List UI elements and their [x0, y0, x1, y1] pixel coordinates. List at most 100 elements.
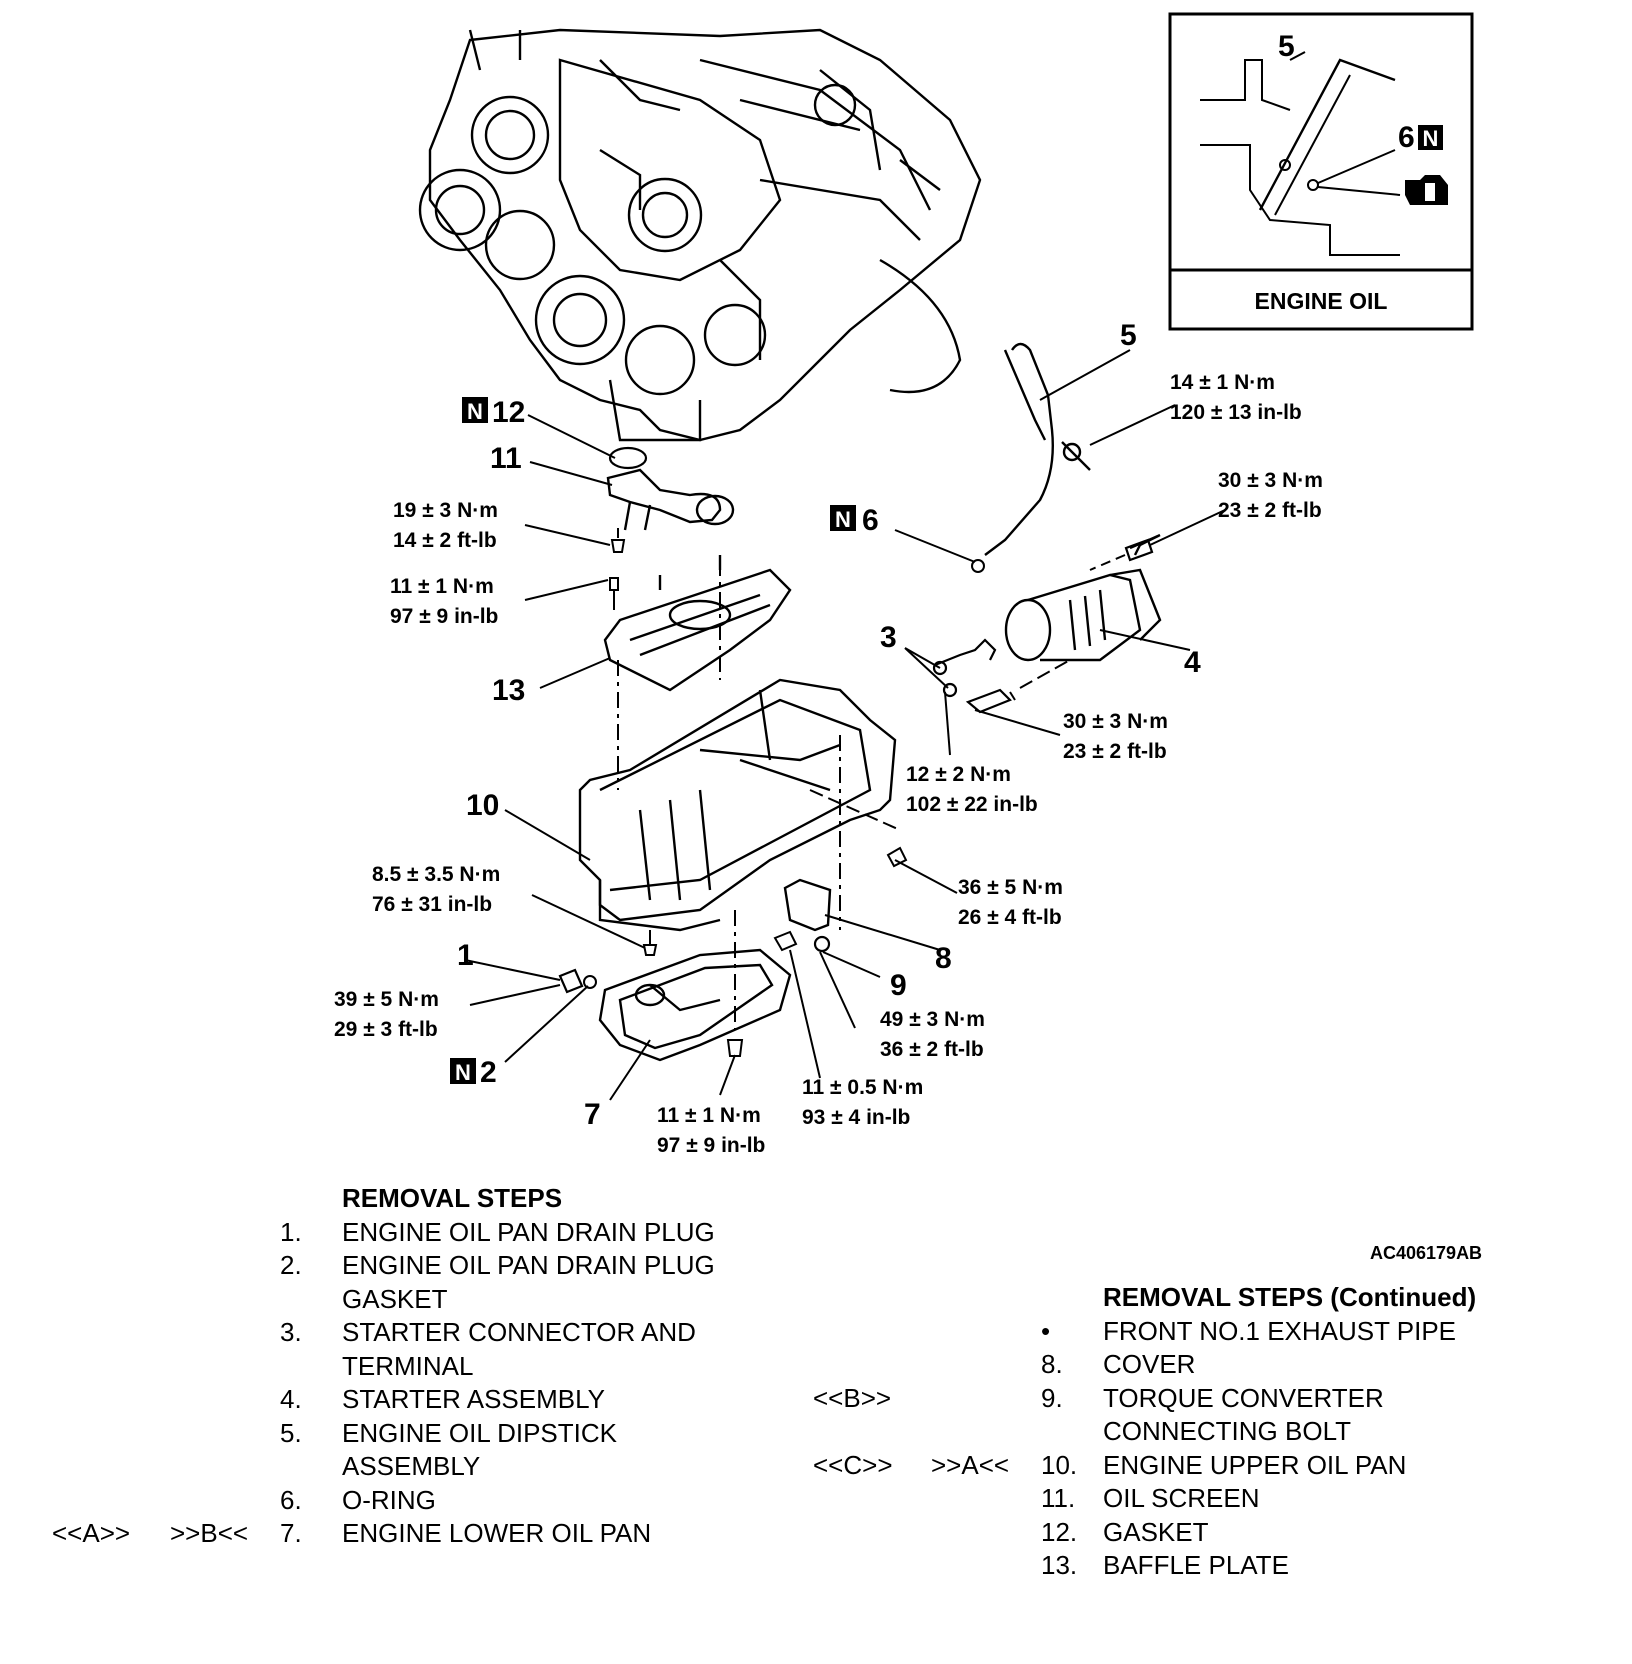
torque-nm: 49 ± 3 N·m — [880, 1008, 985, 1031]
torque-spec-1: 39 ± 5 N·m 29 ± 3 ft-lb — [334, 988, 439, 1041]
service-code-removal — [52, 1216, 170, 1250]
step-number: 2. — [280, 1250, 302, 1280]
step-description: OIL SCREEN — [1103, 1483, 1260, 1513]
step-description: GASKET — [1103, 1516, 1209, 1547]
torque-nm: 8.5 ± 3.5 N·m — [372, 863, 500, 886]
removal-step-row: <<B>>9.TORQUE CONVERTER — [813, 1382, 1476, 1416]
torque-spec-4-upper: 30 ± 3 N·m 23 ± 2 ft-lb — [1218, 469, 1323, 522]
step-number: • — [1041, 1315, 1051, 1346]
new-part-badge — [1418, 125, 1443, 150]
part-label-8: 8 — [935, 942, 952, 975]
removal-step-row: 5.ENGINE OIL DIPSTICK — [52, 1417, 715, 1451]
new-part-badge-letter: N — [1423, 126, 1439, 151]
service-code-installation — [170, 1450, 280, 1484]
o-ring-drawing — [971, 559, 985, 573]
step-number: 1. — [280, 1216, 302, 1247]
service-code-removal — [52, 1383, 170, 1417]
torque-imperial: 23 ± 2 ft-lb — [1063, 740, 1167, 763]
service-code-installation: >>A<< — [931, 1449, 1010, 1480]
removal-step-row: 12. GASKET — [813, 1516, 1476, 1550]
removal-step-row: 3. STARTER CONNECTOR AND — [52, 1316, 715, 1350]
torque-nm: 19 ± 3 N·m — [393, 499, 498, 522]
torque-nm: 11 ± 0.5 N·m — [802, 1076, 923, 1099]
step-number: 12. — [1041, 1516, 1078, 1547]
removal-step-row: GASKET — [52, 1283, 715, 1317]
service-code-removal — [52, 1450, 170, 1484]
part-label-12: 12 — [492, 396, 525, 429]
torque-imperial: 14 ± 2 ft-lb — [393, 529, 497, 552]
torque-imperial: 29 ± 3 ft-lb — [334, 1018, 438, 1041]
torque-imperial: 23 ± 2 ft-lb — [1218, 499, 1322, 522]
service-code-installation — [931, 1549, 1041, 1583]
gasket-12-drawing — [608, 446, 648, 470]
service-code-removal — [813, 1516, 931, 1550]
service-code-installation — [170, 1316, 280, 1350]
service-code-installation — [170, 1484, 280, 1518]
step-number — [280, 1350, 342, 1384]
removal-steps-list: REMOVAL STEPS 1. ENGINE OIL PAN DRAIN PLU… — [52, 1182, 715, 1551]
torque-spec-7-cover: 11 ± 0.5 N·m 93 ± 4 in-lb — [802, 1076, 923, 1129]
service-code-installation — [170, 1383, 280, 1417]
removal-steps-heading: REMOVAL STEPS — [342, 1183, 563, 1213]
torque-nm: 30 ± 3 N·m — [1218, 469, 1323, 492]
starter-bolt-upper — [1124, 538, 1154, 562]
service-code-installation — [931, 1348, 1041, 1382]
lower-pan-bolt — [726, 1039, 744, 1057]
step-description: ENGINE UPPER OIL PAN — [1103, 1449, 1407, 1480]
torque-imperial: 97 ± 9 in-lb — [657, 1134, 765, 1157]
removal-steps-continued-list: REMOVAL STEPS (Continued) •FRONT NO.1 EX… — [813, 1281, 1476, 1583]
engine-oil-inset: 5 6 N ENGINE OIL — [1168, 12, 1474, 331]
service-code-installation — [170, 1249, 280, 1283]
step-number — [1041, 1415, 1103, 1449]
torque-imperial: 93 ± 4 in-lb — [802, 1106, 910, 1129]
cover-bolt — [773, 930, 798, 952]
part-label-9: 9 — [890, 969, 907, 1002]
torque-spec-7: 11 ± 1 N·m 97 ± 9 in-lb — [657, 1104, 765, 1157]
torque-imperial: 120 ± 13 in-lb — [1170, 401, 1302, 424]
torque-spec-11: 19 ± 3 N·m 14 ± 2 ft-lb — [393, 499, 498, 552]
service-code-removal — [813, 1482, 931, 1516]
torque-spec-10: 8.5 ± 3.5 N·m 76 ± 31 in-lb — [372, 863, 500, 916]
cover-drawing — [783, 878, 832, 932]
new-part-badge-6 — [830, 505, 856, 531]
torque-spec-8: 36 ± 5 N·m 26 ± 4 ft-lb — [958, 876, 1063, 929]
step-description: TERMINAL — [342, 1350, 474, 1381]
service-code-installation — [170, 1216, 280, 1250]
removal-step-row: <<A>>>>B<<7.ENGINE LOWER OIL PAN — [52, 1517, 715, 1551]
removal-step-row: TERMINAL — [52, 1350, 715, 1384]
service-code-removal: <<A>> — [52, 1518, 131, 1548]
new-part-badge-6-letter: N — [835, 507, 851, 532]
torque-nm: 11 ± 1 N·m — [390, 575, 494, 598]
torque-imperial: 36 ± 2 ft-lb — [880, 1038, 984, 1061]
part-label-13: 13 — [492, 674, 525, 707]
torque-spec-4-lower: 30 ± 3 N·m 23 ± 2 ft-lb — [1063, 710, 1168, 763]
part-label-1: 1 — [457, 939, 474, 972]
service-code-removal — [813, 1549, 931, 1583]
torque-spec-5: 14 ± 1 N·m 120 ± 13 in-lb — [1170, 371, 1302, 424]
torque-nm: 12 ± 2 N·m — [906, 763, 1011, 786]
torque-spec-9: 49 ± 3 N·m 36 ± 2 ft-lb — [880, 1008, 985, 1061]
torque-imperial: 76 ± 31 in-lb — [372, 893, 492, 916]
removal-step-row: <<C>>>>A<<10.ENGINE UPPER OIL PAN — [813, 1449, 1476, 1483]
step-description: ENGINE OIL PAN DRAIN PLUG — [342, 1216, 715, 1247]
part-label-5: 5 — [1120, 319, 1137, 352]
step-number: 9. — [1041, 1382, 1063, 1413]
step-number: 3. — [280, 1317, 302, 1347]
removal-step-row: CONNECTING BOLT — [813, 1415, 1476, 1449]
torque-imperial: 26 ± 4 ft-lb — [958, 906, 1062, 929]
service-code-removal — [813, 1315, 931, 1349]
service-code-removal — [52, 1316, 170, 1350]
upper-pan-bolt-bottom — [642, 944, 658, 956]
inset-label-6: 6 — [1398, 121, 1415, 154]
oil-can-icon — [1405, 175, 1448, 205]
torque-nm: 11 ± 1 N·m — [657, 1104, 761, 1127]
step-description: STARTER CONNECTOR AND — [342, 1317, 696, 1347]
torque-spec-13: 11 ± 1 N·m 97 ± 9 in-lb — [390, 575, 498, 628]
oil-screen-drawing — [606, 468, 735, 531]
part-label-2: 2 — [480, 1056, 497, 1089]
removal-step-row: 13.BAFFLE PLATE — [813, 1549, 1476, 1583]
torque-nm: 14 ± 1 N·m — [1170, 371, 1275, 394]
torque-imperial: 97 ± 9 in-lb — [390, 605, 498, 628]
step-description: ASSEMBLY — [342, 1451, 481, 1481]
step-description: ENGINE OIL PAN DRAIN PLUG — [342, 1250, 715, 1280]
